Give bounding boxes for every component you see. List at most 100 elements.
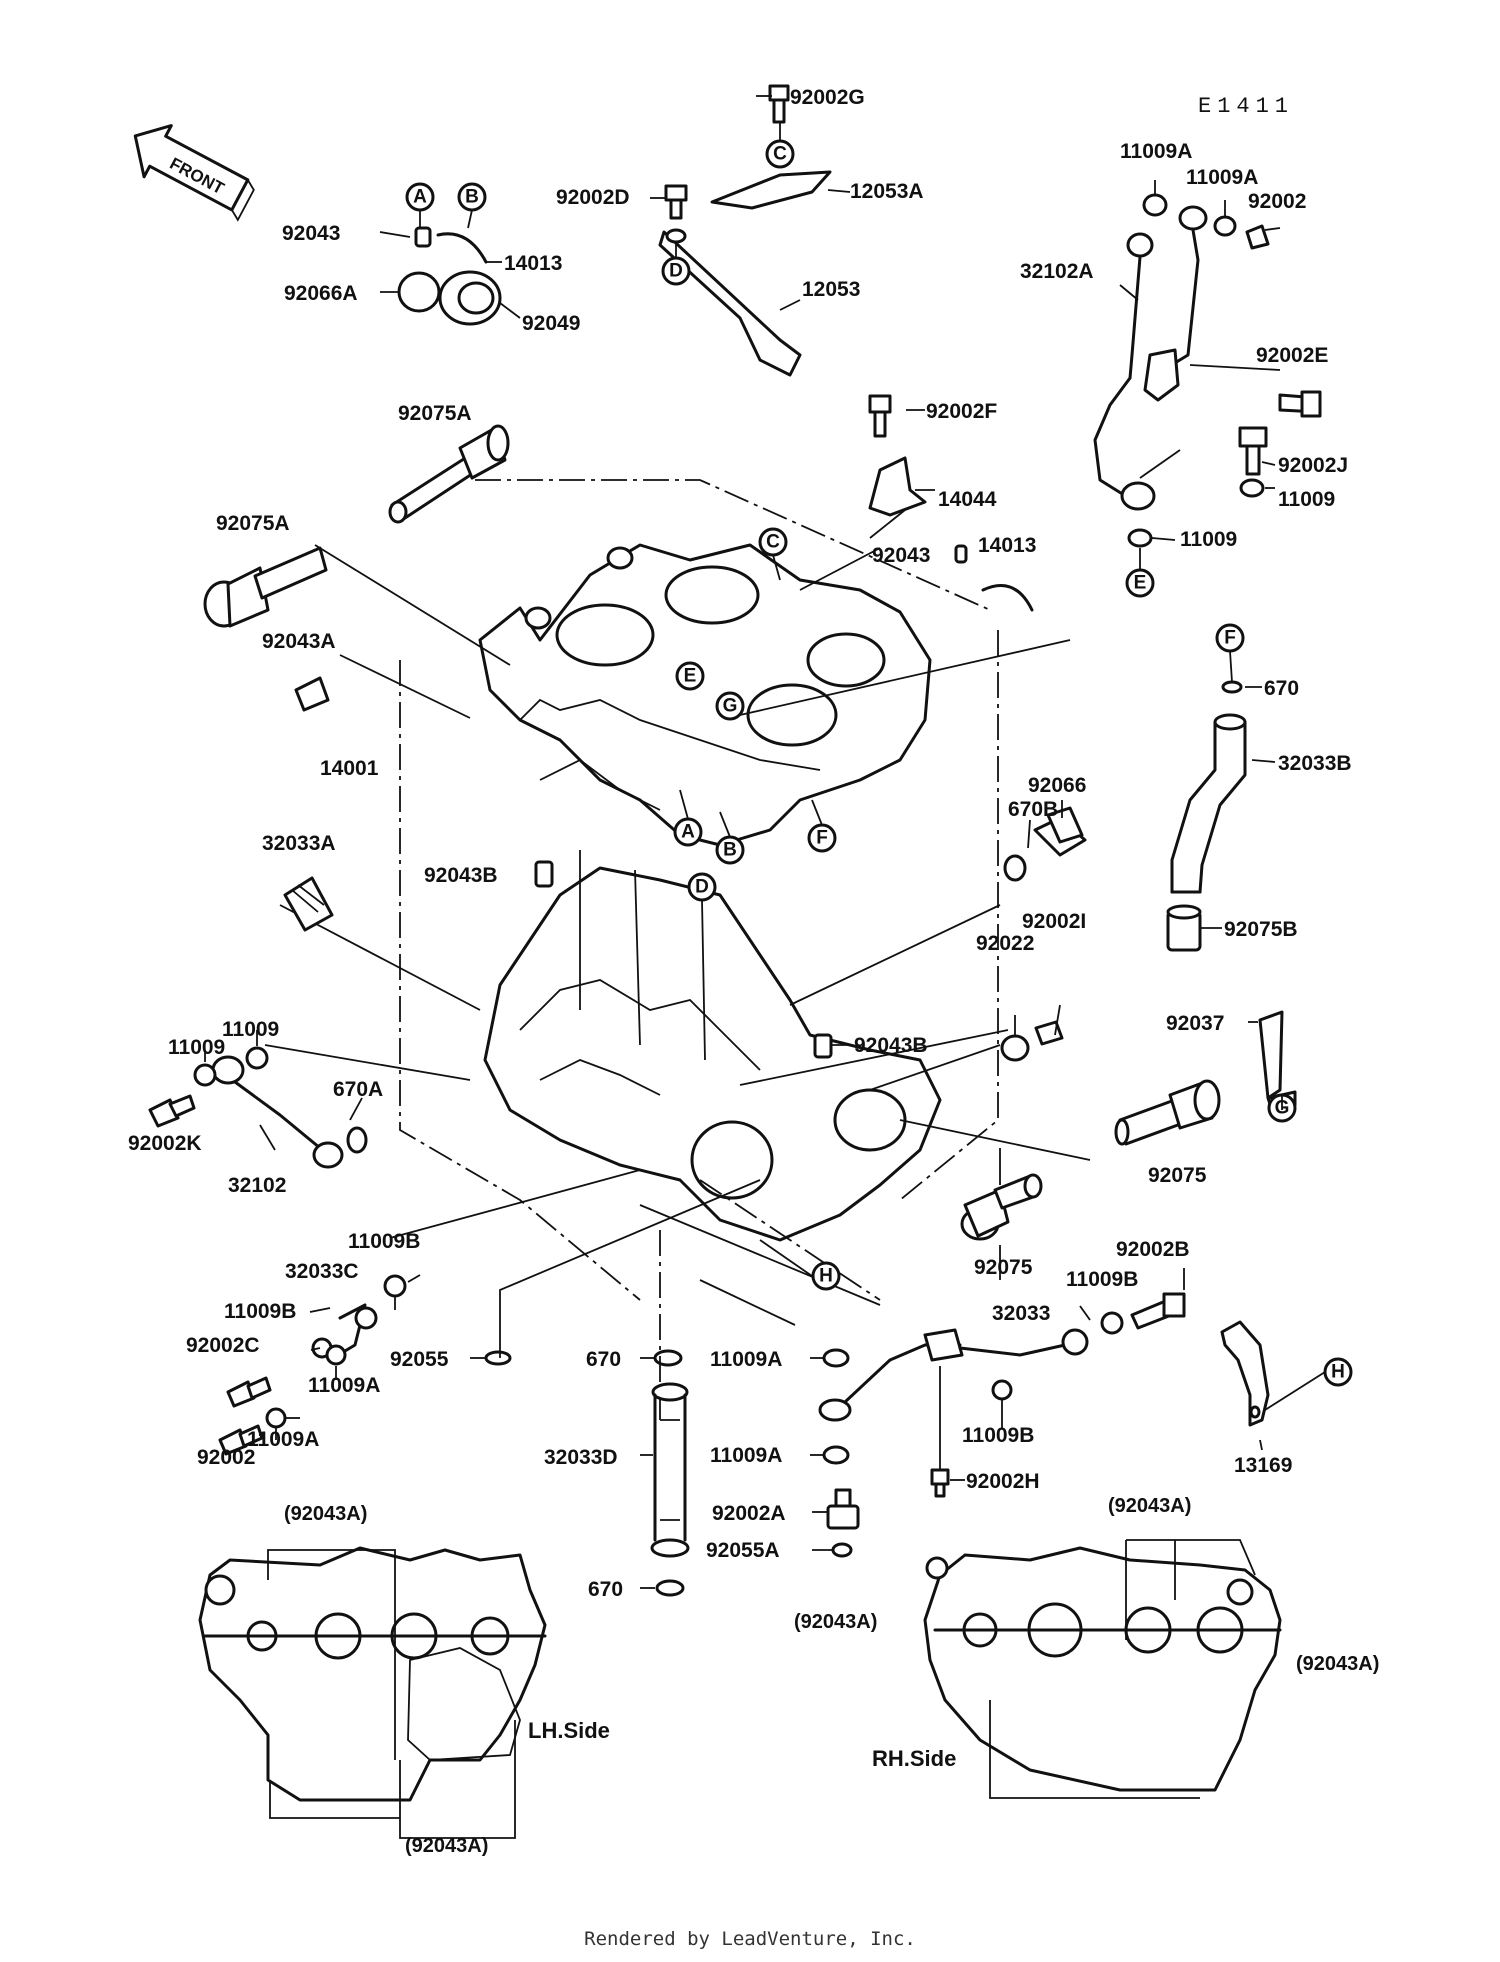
- label-92002B: 92002B: [1116, 1238, 1190, 1261]
- bracket-12053A: [710, 170, 832, 210]
- callout-f-case: F: [807, 823, 837, 853]
- oring-670-mid: [653, 1349, 683, 1367]
- washer-92022: [1000, 1034, 1030, 1062]
- label-32033A: 32033A: [262, 832, 336, 855]
- label-92043A-paren-3: (92043A): [794, 1611, 877, 1633]
- label-11009B-2: 11009B: [224, 1300, 296, 1323]
- label-92002-top: 92002: [1248, 190, 1306, 213]
- label-14013: 14013: [504, 252, 562, 275]
- svg-text:D: D: [695, 877, 709, 898]
- label-14001: 14001: [320, 757, 379, 780]
- label-670A: 670A: [333, 1078, 383, 1101]
- washer-11009B-4: [991, 1379, 1013, 1401]
- rh-side-label: RH.Side: [872, 1746, 956, 1771]
- oil-seal-92049: [438, 270, 502, 326]
- svg-text:H: H: [819, 1266, 833, 1287]
- label-32033D: 32033D: [544, 1446, 618, 1469]
- label-12053: 12053: [802, 278, 860, 301]
- label-92002I: 92002I: [1022, 910, 1086, 933]
- label-11009-r2: 11009: [1180, 528, 1237, 551]
- label-92002A: 92002A: [712, 1502, 786, 1525]
- bolt-92002-top: [1245, 224, 1270, 250]
- bolt-92002-low: [218, 1424, 264, 1456]
- washer-11009A-3: [325, 1344, 347, 1366]
- label-92002K: 92002K: [128, 1132, 202, 1155]
- lh-side-label: LH.Side: [528, 1718, 610, 1743]
- bolt-92002F: [868, 394, 892, 438]
- dowel-92043B-1: [534, 860, 554, 888]
- oil-pipe-32102: [211, 1055, 344, 1169]
- label-92055A: 92055A: [706, 1539, 780, 1562]
- label-92002E: 92002E: [1256, 344, 1328, 367]
- part-labels: 92002G 12053A 92002D 12053 92043 14013 9…: [128, 86, 1379, 1857]
- fitting-32033A: [283, 876, 334, 932]
- label-11009B-1: 11009B: [348, 1230, 420, 1253]
- label-670B: 670B: [1008, 798, 1058, 821]
- label-12053A: 12053A: [850, 180, 924, 203]
- bolt-92002H: [930, 1366, 950, 1498]
- label-92022: 92022: [976, 932, 1034, 955]
- svg-text:F: F: [1224, 628, 1236, 649]
- oring-92055A: [831, 1542, 853, 1558]
- label-92075-r2: 92075: [974, 1256, 1033, 1279]
- label-92075A-left: 92075A: [216, 512, 290, 535]
- bolt-92002C: [226, 1376, 272, 1408]
- label-92043A-paren-4: (92043A): [1296, 1653, 1379, 1675]
- svg-text:C: C: [773, 144, 787, 165]
- bracket-12053: [658, 228, 802, 377]
- callout-h-right: H: [1323, 1357, 1353, 1387]
- label-92043A: 92043A: [262, 630, 336, 653]
- oil-pipe-32102A: [1093, 205, 1208, 511]
- label-32102: 32102: [228, 1174, 286, 1197]
- callout-e-right: E: [1125, 568, 1155, 598]
- collar-92075B: [1166, 904, 1202, 952]
- washer-11009A-4: [822, 1348, 850, 1368]
- label-32102A: 32102A: [1020, 260, 1094, 283]
- label-92043A-paren-5: (92043A): [405, 1835, 488, 1857]
- cap-92066A: [397, 271, 441, 313]
- label-92043: 92043: [282, 222, 340, 245]
- bolt-92002E: [1278, 390, 1322, 418]
- bolt-92002K: [148, 1094, 196, 1128]
- label-11009A-3: 11009A: [308, 1374, 380, 1397]
- label-92075B: 92075B: [1224, 918, 1298, 941]
- label-11009A-2: 11009A: [1186, 166, 1258, 189]
- upper-crankcase-14001: [478, 543, 932, 847]
- label-32033B: 32033B: [1278, 752, 1352, 775]
- callout-a-top: A: [405, 182, 435, 212]
- washer-11009B-3: [1100, 1311, 1124, 1335]
- label-92002D: 92002D: [556, 186, 630, 209]
- hose-32033B: [1170, 713, 1247, 894]
- label-11009-l1: 11009: [222, 1018, 279, 1041]
- label-11009A-6: 11009A: [710, 1444, 782, 1467]
- pipe-32033D: [650, 1382, 690, 1558]
- label-92002-low: 92002: [197, 1446, 255, 1469]
- label-670-low: 670: [588, 1578, 623, 1601]
- label-92002F: 92002F: [926, 400, 997, 423]
- callout-h-case: H: [811, 1261, 841, 1291]
- label-92002C: 92002C: [186, 1334, 260, 1357]
- label-92055: 92055: [390, 1348, 449, 1371]
- svg-text:F: F: [816, 828, 828, 849]
- oring-92055: [484, 1350, 512, 1366]
- label-11009A-4: 11009A: [710, 1348, 782, 1371]
- label-670-top: 670: [1264, 677, 1299, 700]
- oring-670A: [346, 1126, 368, 1154]
- footer-credit: Rendered by LeadVenture, Inc.: [584, 1928, 916, 1950]
- svg-text:C: C: [766, 532, 780, 553]
- callout-a-case: A: [673, 817, 703, 847]
- label-92002H: 92002H: [966, 1470, 1040, 1493]
- callout-g-case: G: [715, 691, 745, 721]
- washer-11009-l2: [193, 1063, 217, 1087]
- callout-b-top: B: [457, 182, 487, 212]
- label-92043A-paren-1: (92043A): [284, 1503, 367, 1525]
- leader-lines: [204, 95, 1326, 1589]
- washer-11009-r2: [1127, 528, 1153, 548]
- label-11009-r1: 11009: [1278, 488, 1335, 511]
- dowel-pin-92043: [414, 226, 432, 248]
- label-670-mid: 670: [586, 1348, 621, 1371]
- washer-11009A-6: [822, 1445, 850, 1465]
- shaft-92075-r1: [1114, 1079, 1221, 1146]
- label-32033C: 32033C: [285, 1260, 359, 1283]
- svg-text:B: B: [465, 187, 479, 208]
